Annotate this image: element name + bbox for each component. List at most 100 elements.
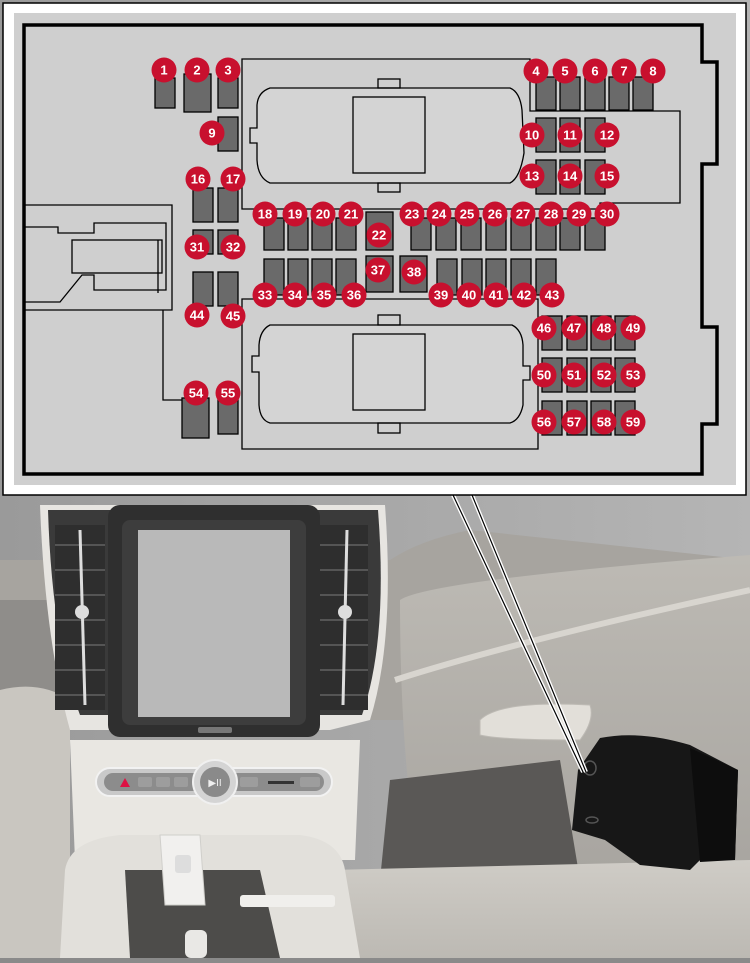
fuse-marker-6: 6 [582,58,608,84]
center-touchscreen [108,505,320,737]
marker-circle-icon [252,201,278,227]
fuse-number: 7 [620,64,627,79]
marker-circle-icon [215,57,241,83]
fuse-marker-21: 21 [338,201,364,227]
fuse-marker-5: 5 [552,58,578,84]
fuse-number: 24 [432,207,447,222]
marker-circle-icon [252,282,278,308]
fuse-number: 10 [525,128,539,143]
marker-circle-icon [561,315,587,341]
fuse-marker-9: 9 [199,120,225,146]
fuse-marker-31: 31 [184,234,210,260]
fuse-marker-27: 27 [510,201,536,227]
marker-circle-icon [519,163,545,189]
fuse-marker-30: 30 [594,201,620,227]
marker-circle-icon [552,58,578,84]
fuse-marker-43: 43 [539,282,565,308]
marker-circle-icon [523,58,549,84]
fuse-number: 26 [488,207,502,222]
marker-circle-icon [399,201,425,227]
fuse-slot-1 [154,77,176,109]
marker-circle-icon [151,57,177,83]
fuse-marker-32: 32 [220,234,246,260]
marker-circle-icon [311,282,337,308]
marker-circle-icon [611,58,637,84]
fuse-marker-23: 23 [399,201,425,227]
marker-circle-icon [185,166,211,192]
center-console-button-strip: ▶II [95,759,333,805]
fuse-number: 47 [567,321,581,336]
marker-circle-icon [341,282,367,308]
marker-circle-icon [566,201,592,227]
fuse-marker-3: 3 [215,57,241,83]
marker-circle-icon [519,122,545,148]
marker-circle-icon [539,282,565,308]
fuse-slot-45 [217,271,239,307]
fuse-marker-59: 59 [620,409,646,435]
fuse-marker-15: 15 [594,163,620,189]
fuse-slot-44 [192,271,214,307]
fuse-number: 16 [191,172,205,187]
fuse-number: 29 [572,207,586,222]
marker-circle-icon [531,362,557,388]
fuse-marker-10: 10 [519,122,545,148]
marker-circle-icon [594,122,620,148]
fuse-number: 59 [626,415,640,430]
fuse-number: 21 [344,207,358,222]
fuse-number: 51 [567,368,581,383]
marker-circle-icon [220,303,246,329]
fuse-number: 9 [208,126,215,141]
fuse-marker-42: 42 [511,282,537,308]
marker-circle-icon [428,282,454,308]
fuse-number: 57 [567,415,581,430]
fuse-number: 28 [544,207,558,222]
marker-circle-icon [401,259,427,285]
fuse-marker-58: 58 [591,409,617,435]
marker-circle-icon [557,163,583,189]
fuse-number: 33 [258,288,272,303]
fuse-number: 1 [160,63,167,78]
fuse-number: 18 [258,207,272,222]
fuse-number: 40 [462,288,476,303]
fuse-number: 42 [517,288,531,303]
fuse-number: 35 [317,288,331,303]
fuse-number: 56 [537,415,551,430]
marker-circle-icon [620,409,646,435]
fuse-marker-47: 47 [561,315,587,341]
fuse-marker-48: 48 [591,315,617,341]
marker-circle-icon [482,201,508,227]
fuse-marker-12: 12 [594,122,620,148]
fuse-marker-53: 53 [620,362,646,388]
fuse-number: 58 [597,415,611,430]
fuse-number: 17 [226,172,240,187]
fuse-marker-37: 37 [365,257,391,283]
marker-circle-icon [531,409,557,435]
marker-circle-icon [220,234,246,260]
fuse-number: 32 [226,240,240,255]
fuse-marker-17: 17 [220,166,246,192]
fuse-number: 20 [316,207,330,222]
marker-circle-icon [591,362,617,388]
fuse-slot-16 [192,187,214,223]
hazard-button [120,778,130,787]
fuse-number: 50 [537,368,551,383]
fuse-number: 8 [649,64,656,79]
fuse-number: 12 [600,128,614,143]
fuse-number: 39 [434,288,448,303]
fuse-marker-51: 51 [561,362,587,388]
fuse-number: 30 [600,207,614,222]
marker-circle-icon [366,222,392,248]
marker-circle-icon [184,234,210,260]
fuse-marker-22: 22 [366,222,392,248]
fuse-marker-7: 7 [611,58,637,84]
fuse-number: 6 [591,64,598,79]
fuse-marker-40: 40 [456,282,482,308]
fuse-marker-2: 2 [184,57,210,83]
marker-circle-icon [183,380,209,406]
fuse-marker-24: 24 [426,201,452,227]
marker-circle-icon [531,315,557,341]
fuse-marker-52: 52 [591,362,617,388]
svg-text:▶II: ▶II [208,778,221,789]
